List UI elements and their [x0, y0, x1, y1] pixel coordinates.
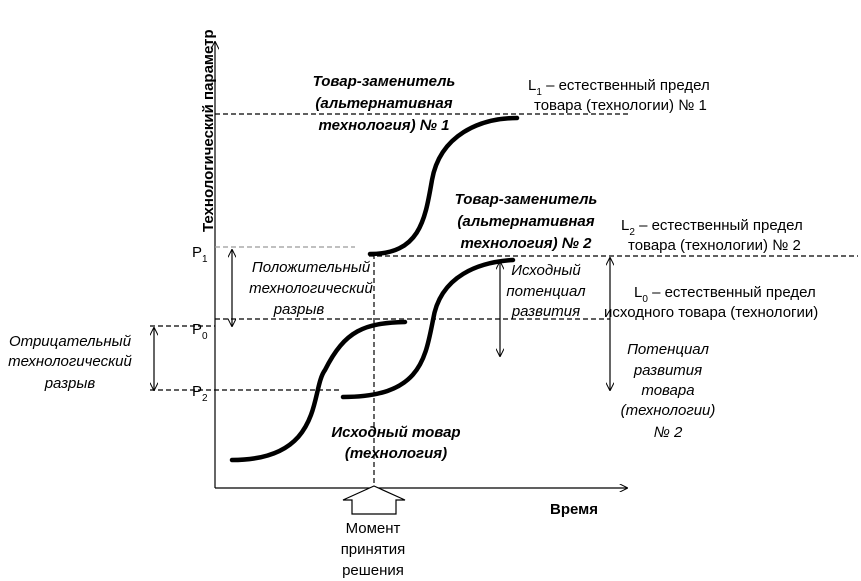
svg-text:Положительный: Положительный	[252, 259, 371, 276]
svg-text:технологический: технологический	[249, 280, 373, 297]
substitute2-curve	[340, 257, 516, 400]
l0-label-line1: L0 – естественный предел	[634, 284, 816, 305]
substitute1-label: Товар-заменитель (альтернативная техноло…	[313, 73, 456, 134]
svg-text:технологический: технологический	[8, 353, 132, 370]
svg-text:Товар-заменитель: Товар-заменитель	[455, 191, 598, 208]
substitute1-curve	[367, 115, 520, 257]
svg-text:(альтернативная: (альтернативная	[315, 95, 452, 112]
decision-moment-arrow	[342, 485, 406, 515]
initial-potential-label: Исходный потенциал развития	[506, 262, 586, 320]
y-axis-label: Технологический параметр	[200, 29, 217, 232]
svg-text:№ 2: № 2	[654, 424, 683, 441]
svg-text:технология) № 1: технология) № 1	[318, 117, 449, 134]
potential2-label: Потенциал развития товара (технологии) №…	[621, 341, 716, 441]
svg-text:решения: решения	[342, 562, 404, 579]
negative-gap-label: Отрицательный технологический разрыв	[8, 333, 132, 392]
svg-text:Отрицательный: Отрицательный	[9, 333, 132, 350]
svg-text:принятия: принятия	[341, 541, 406, 558]
substitute2-label: Товар-заменитель (альтернативная техноло…	[455, 191, 598, 252]
l1-label-line1: L1 – естественный предел	[528, 77, 710, 98]
svg-text:(технологии): (технологии)	[621, 402, 716, 419]
initial-product-label: Исходный товар (технология)	[331, 424, 460, 462]
svg-text:Исходный товар: Исходный товар	[331, 424, 460, 441]
p0-label: P0	[192, 321, 208, 342]
svg-text:(альтернативная: (альтернативная	[457, 213, 594, 230]
svg-text:потенциал: потенциал	[506, 283, 586, 300]
svg-text:развития: развития	[633, 362, 702, 379]
svg-text:Потенциал: Потенциал	[627, 341, 709, 358]
svg-text:развития: развития	[511, 303, 580, 320]
initial-product-curve	[229, 319, 408, 463]
decision-moment-label: Момент принятия решения	[341, 520, 406, 579]
svg-text:Момент: Момент	[346, 520, 401, 537]
positive-gap-label: Положительный технологический разрыв	[249, 259, 373, 318]
l0-label-line2: исходного товара (технологии)	[604, 304, 818, 321]
svg-text:товара: товара	[641, 382, 694, 399]
l2-label-line1: L2 – естественный предел	[621, 217, 803, 238]
x-axis-label: Время	[550, 501, 598, 518]
l2-label-line2: товара (технологии) № 2	[628, 237, 801, 254]
svg-text:(технология): (технология)	[345, 445, 447, 462]
svg-text:технология) № 2: технология) № 2	[460, 235, 592, 252]
p1-label: P1	[192, 244, 208, 265]
p2-label: P2	[192, 383, 208, 404]
svg-text:Товар-заменитель: Товар-заменитель	[313, 73, 456, 90]
svg-text:разрыв: разрыв	[44, 375, 96, 392]
svg-text:Исходный: Исходный	[511, 262, 581, 279]
l1-label-line2: товара (технологии) № 1	[534, 97, 707, 114]
svg-text:разрыв: разрыв	[273, 301, 325, 318]
